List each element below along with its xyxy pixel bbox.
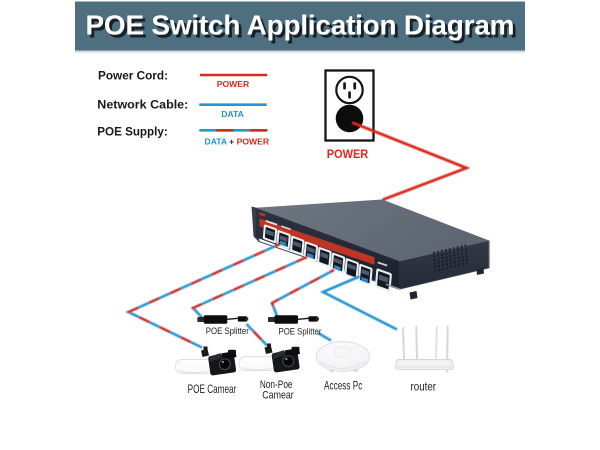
svg-text:DATA + POWER: DATA + POWER (205, 137, 270, 147)
svg-text:POE Splitter: POE Splitter (279, 326, 322, 336)
svg-text:DATA: DATA (221, 109, 244, 119)
svg-text:router: router (411, 380, 437, 394)
svg-text:Power Cord:: Power Cord: (98, 71, 168, 83)
svg-text:POE Supply:: POE Supply: (97, 127, 167, 139)
svg-text:POWER: POWER (327, 147, 369, 161)
svg-text:POE Switch Application Diagram: POE Switch Application Diagram (86, 10, 515, 41)
svg-text:Camear: Camear (262, 389, 294, 401)
svg-text:Non-Poe: Non-Poe (260, 379, 293, 391)
svg-text:POE Camear: POE Camear (188, 382, 237, 396)
svg-text:POWER: POWER (217, 79, 250, 89)
svg-text:Access Pc: Access Pc (324, 379, 362, 392)
svg-text:POE Switch Application Diagram: POE Switch Application Diagram (88, 13, 517, 44)
svg-text:Network Cable:: Network Cable: (97, 100, 188, 112)
svg-text:POE Splitter: POE Splitter (206, 326, 249, 336)
